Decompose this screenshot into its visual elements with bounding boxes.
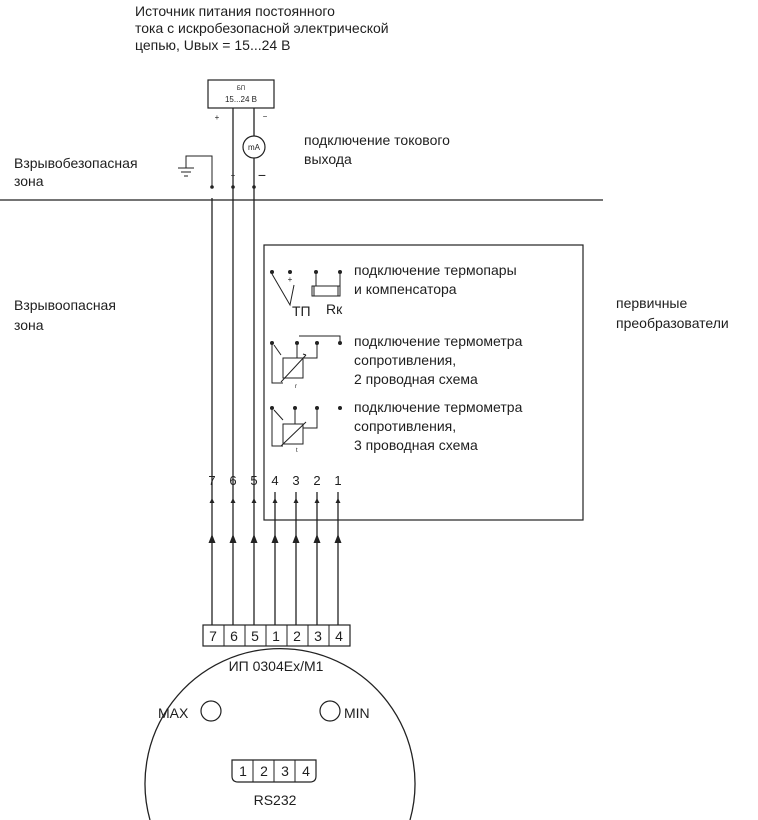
rtd-3-wire-symbol: t bbox=[270, 406, 342, 454]
thermocouple-line-2: и компенсатора bbox=[354, 281, 457, 297]
supply-caption-line-1: Источник питания постоянного bbox=[135, 3, 335, 19]
terminal-block: 7 6 5 1 2 3 4 bbox=[202, 624, 351, 647]
svg-text:t: t bbox=[296, 448, 298, 454]
supply-minus-sign: − bbox=[263, 112, 268, 121]
ground-icon bbox=[178, 155, 213, 186]
rs232-label: RS232 bbox=[254, 792, 297, 808]
current-output-line-1: подключение токового bbox=[304, 132, 450, 148]
thermocouple-tp-label: ТП bbox=[292, 303, 311, 319]
rs232-pin: 2 bbox=[260, 763, 268, 779]
terminal-number: 7 bbox=[209, 628, 217, 644]
thermocouple-symbol: + ТП Rк bbox=[270, 270, 343, 319]
supply-box-top-label: БП bbox=[237, 86, 245, 92]
rs232-pin: 4 bbox=[302, 763, 310, 779]
wire-numbers: 7 6 5 4 3 2 1 bbox=[208, 473, 341, 488]
rtd2-line-1: подключение термометра bbox=[354, 333, 523, 349]
boundary-dot bbox=[252, 185, 256, 189]
max-adjust-knob[interactable] bbox=[200, 700, 222, 722]
supply-box-voltage-label: 15...24 В bbox=[225, 95, 257, 104]
supply-caption-line-3: цепью, Uвых = 15...24 В bbox=[135, 37, 290, 53]
rs232-connector: 1 2 3 4 bbox=[231, 759, 317, 783]
rtd2-line-2: сопротивления, bbox=[354, 352, 456, 368]
terminal-number: 6 bbox=[230, 628, 238, 644]
min-adjust-knob[interactable] bbox=[319, 700, 341, 722]
thermocouple-line-1: подключение термопары bbox=[354, 262, 517, 278]
wire-arrows bbox=[208, 534, 342, 543]
terminal-number: 4 bbox=[335, 628, 343, 644]
zone-plus-sign: + bbox=[231, 171, 236, 180]
milliammeter-label: mA bbox=[248, 143, 261, 152]
terminal-number: 5 bbox=[251, 628, 259, 644]
safe-zone-label-line-1: Взрывобезопасная bbox=[14, 155, 138, 171]
rtd3-line-1: подключение термометра bbox=[354, 399, 523, 415]
milliammeter-icon: mA bbox=[242, 135, 266, 159]
compensator-rk-label: Rк bbox=[326, 301, 343, 317]
rtd3-line-3: 3 проводная схема bbox=[354, 437, 478, 453]
supply-caption-line-2: тока с искробезопасной электрической bbox=[135, 20, 389, 36]
hazard-zone-label-line-1: Взрывоопасная bbox=[14, 297, 116, 313]
svg-text:r: r bbox=[295, 384, 297, 390]
wire-number: 1 bbox=[334, 473, 341, 488]
thermocouple-plus-sign: + bbox=[288, 275, 293, 284]
hazard-zone-label-line-2: зона bbox=[14, 317, 44, 333]
current-output-line-2: выхода bbox=[304, 151, 352, 167]
boundary-dot bbox=[231, 185, 235, 189]
boundary-dot bbox=[210, 185, 214, 189]
min-label: MIN bbox=[344, 705, 370, 721]
device-housing bbox=[144, 647, 416, 820]
wire-number: 3 bbox=[292, 473, 299, 488]
device-model-label: ИП 0304Ex/M1 bbox=[229, 658, 324, 674]
terminal-number: 1 bbox=[272, 628, 280, 644]
sensors-box bbox=[263, 244, 584, 521]
max-label: MAX bbox=[158, 705, 189, 721]
safe-zone-label-line-2: зона bbox=[14, 173, 44, 189]
wire-number: 2 bbox=[313, 473, 320, 488]
device-wires bbox=[208, 198, 342, 625]
zone-minus-sign: − bbox=[258, 167, 266, 183]
rs232-pin: 3 bbox=[281, 763, 289, 779]
rtd-2-wire-symbol: r bbox=[270, 335, 342, 390]
sensors-side-label-line-1: первичные bbox=[616, 295, 687, 311]
rtd3-line-2: сопротивления, bbox=[354, 418, 456, 434]
supply-caption: Источник питания постоянного тока с искр… bbox=[135, 3, 389, 53]
rs232-pin: 1 bbox=[239, 763, 247, 779]
terminal-number: 2 bbox=[293, 628, 301, 644]
rtd2-line-3: 2 проводная схема bbox=[354, 371, 478, 387]
wire-number: 4 bbox=[271, 473, 278, 488]
supply-plus-sign: + bbox=[215, 113, 220, 122]
terminal-number: 3 bbox=[314, 628, 322, 644]
sensors-side-label-line-2: преобразователи bbox=[616, 315, 729, 331]
power-supply-box: БП 15...24 В + − bbox=[207, 79, 275, 122]
wire-small-arrows bbox=[209, 498, 341, 503]
